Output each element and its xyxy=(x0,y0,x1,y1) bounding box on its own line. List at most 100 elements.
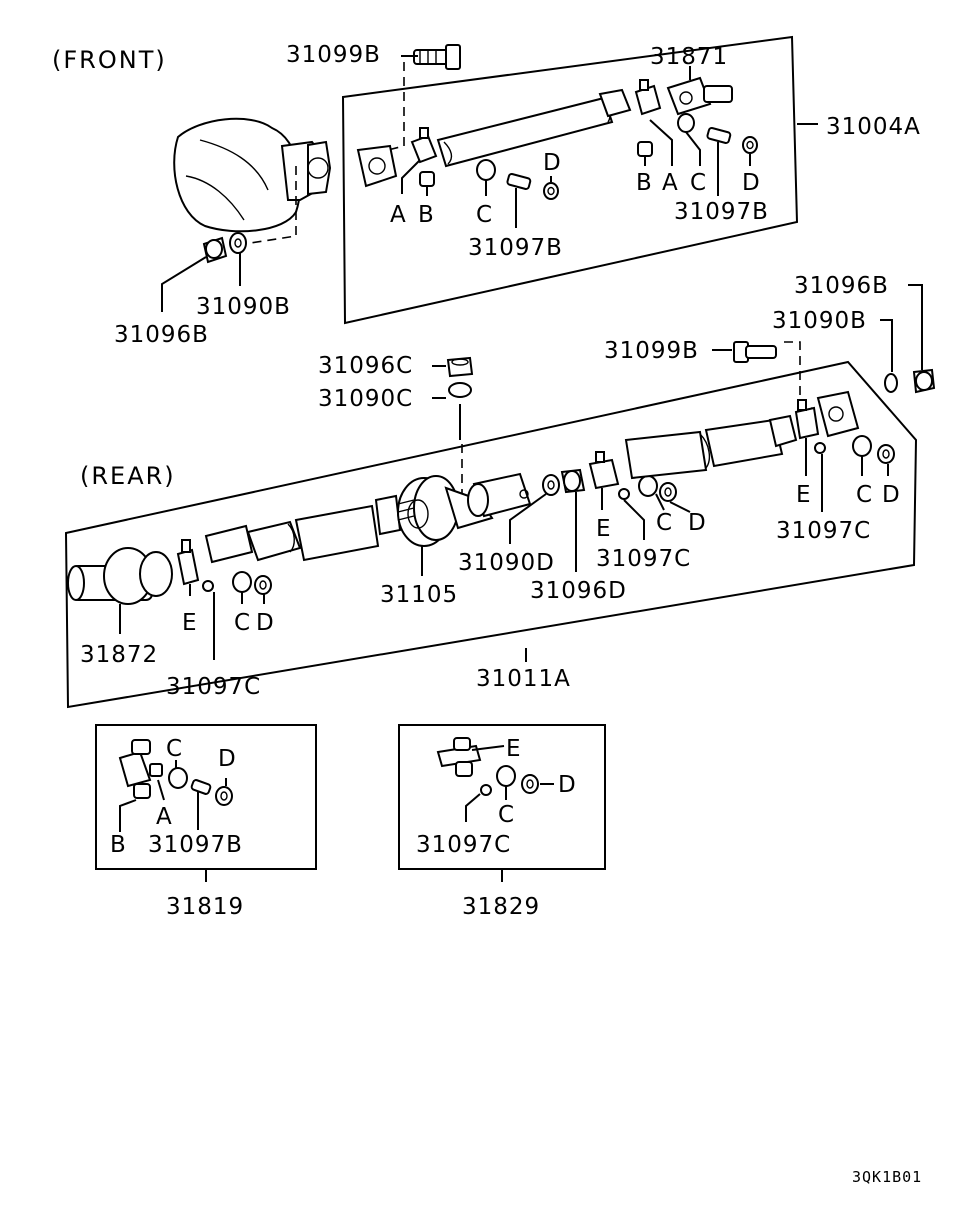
kit-31829-letter-e: E xyxy=(506,736,522,762)
front-flange-31871 xyxy=(666,76,733,116)
front-letter-b-right: B xyxy=(636,170,653,196)
kit-31829-letter-d: D xyxy=(558,772,577,798)
kit-31829-ring xyxy=(521,774,539,794)
front-grease-fitting-left xyxy=(506,172,532,190)
rear-fitting-right xyxy=(814,442,826,454)
rear-washer-d-label: 31090D xyxy=(458,550,555,576)
rear-leader-washer-top xyxy=(880,319,893,372)
front-nut-31096b xyxy=(202,236,228,264)
rear-bearing-label: 31105 xyxy=(380,582,458,608)
rear-letter-d-left: D xyxy=(256,610,275,636)
rear-fitting-mid-label: 31097C xyxy=(596,546,691,572)
front-grease-fitting-right xyxy=(706,126,732,144)
front-assembly-label: 31004A xyxy=(826,114,921,140)
front-ring-d-right xyxy=(742,136,758,154)
rear-leader-fitting-mid xyxy=(623,499,645,540)
front-washer-31090b xyxy=(229,232,247,254)
front-letter-b-left: B xyxy=(418,202,435,228)
rear-nut-31096c xyxy=(446,356,474,378)
front-bearing-cap-b-left xyxy=(419,171,435,187)
front-bolt-label: 31099B xyxy=(286,42,381,68)
kit-31829-fitting xyxy=(480,784,492,796)
kit-31819-letter-d: D xyxy=(218,746,237,772)
kit-31829-box xyxy=(398,724,606,870)
rear-spider-left xyxy=(176,539,200,586)
rear-spider-mid xyxy=(588,451,620,490)
kit-31829-leader-e xyxy=(471,745,505,751)
rear-bolt-label: 31099B xyxy=(604,338,699,364)
kit-31819-label: 31819 xyxy=(166,894,244,920)
rear-nut-31096d xyxy=(560,468,586,494)
kit-31819-ring xyxy=(215,786,233,806)
rear-leader-nut-top xyxy=(908,284,923,370)
rear-letter-c-right: C xyxy=(856,482,873,508)
rear-ring-left xyxy=(254,575,272,595)
kit-31829-fitting-label: 31097C xyxy=(416,832,511,858)
kit-31829-leader-fitting xyxy=(465,793,481,822)
kit-31819-spider xyxy=(118,739,163,799)
kit-31819-fitting xyxy=(190,779,212,795)
front-section-title: (FRONT) xyxy=(52,46,167,74)
front-leader-c-right xyxy=(685,131,701,166)
rear-washer-center-label: 31090C xyxy=(318,386,413,412)
rear-section-title: (REAR) xyxy=(80,462,176,490)
front-letter-d-right: D xyxy=(742,170,761,196)
rear-letter-e-left: E xyxy=(182,610,198,636)
front-companion-flange xyxy=(356,144,398,188)
rear-companion-flange-right xyxy=(816,390,860,438)
rear-leader-d-mid xyxy=(669,501,691,513)
front-slip-yoke xyxy=(598,79,662,118)
front-differential-housing xyxy=(173,117,332,233)
rear-nut-31096b xyxy=(912,368,936,394)
rear-seal-right xyxy=(852,435,872,457)
kit-31819-leader-a xyxy=(157,779,165,801)
front-letter-c-left: C xyxy=(476,202,493,228)
front-assembly-frame xyxy=(341,35,799,325)
kit-31829-spider xyxy=(436,737,482,777)
kit-31819-seal xyxy=(168,767,188,789)
rear-spider-right xyxy=(794,399,820,440)
rear-fitting-left xyxy=(202,580,214,592)
rear-leader-c-mid xyxy=(655,493,665,511)
rear-letter-e-mid: E xyxy=(596,516,612,542)
rear-flange-label: 31872 xyxy=(80,642,158,668)
rear-letter-d-mid: D xyxy=(688,510,707,536)
rear-letter-d-right: D xyxy=(882,482,901,508)
kit-31819-letter-c: C xyxy=(166,736,183,762)
front-dash-leader-2 xyxy=(379,62,405,153)
kit-31819-fitting-label: 31097B xyxy=(148,832,243,858)
rear-bolt-31099b xyxy=(733,341,777,363)
rear-nut-d-label: 31096D xyxy=(530,578,627,604)
rear-washer-31090c xyxy=(448,382,472,398)
rear-fitting-mid xyxy=(618,488,630,500)
rear-ring-mid xyxy=(659,482,677,502)
front-fitting-label-2: 31097B xyxy=(674,199,769,225)
front-leader-a-right xyxy=(649,119,673,166)
rear-washer-31090b xyxy=(884,373,898,393)
rear-leader-washer-d xyxy=(509,493,547,544)
kit-31819-leader-b xyxy=(119,799,137,832)
rear-shaft-rear-tube xyxy=(624,414,798,480)
kit-31819-letter-a: A xyxy=(156,804,173,830)
front-letter-c-right: C xyxy=(690,170,707,196)
rear-flange-31872 xyxy=(67,547,173,605)
rear-letter-c-mid: C xyxy=(656,510,673,536)
front-washer-label: 31090B xyxy=(196,294,291,320)
rear-fitting-left-label: 31097C xyxy=(166,674,261,700)
rear-washer-31090d xyxy=(542,474,560,496)
rear-letter-e-right: E xyxy=(796,482,812,508)
front-letter-a-right: A xyxy=(662,170,679,196)
kit-31819-box xyxy=(95,724,317,870)
rear-ring-right xyxy=(877,444,895,464)
front-bolt-31099b xyxy=(413,44,461,70)
rear-seal-mid xyxy=(638,475,658,497)
rear-shaft-front-tube xyxy=(204,504,380,564)
front-ring-d-left xyxy=(543,182,559,200)
rear-dash-leader-bolt xyxy=(784,341,813,409)
front-fitting-label-1: 31097B xyxy=(468,235,563,261)
front-seal-c-right xyxy=(677,113,695,133)
kit-31829-label: 31829 xyxy=(462,894,540,920)
rear-fitting-right-label: 31097C xyxy=(776,518,871,544)
diagram-code: 3QK1B01 xyxy=(852,1168,922,1186)
front-dash-leader-1 xyxy=(243,166,297,245)
